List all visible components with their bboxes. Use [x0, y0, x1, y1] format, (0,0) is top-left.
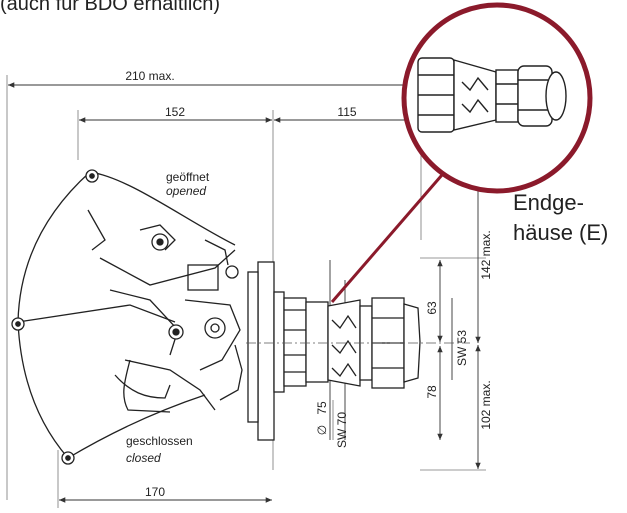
dim-text-75: 75: [315, 401, 329, 415]
dim-text-63: 63: [425, 301, 439, 315]
label-opened-en: opened: [166, 184, 206, 198]
diameter-symbol: ∅: [315, 425, 329, 435]
dim-text-sw53: SW 53: [455, 330, 469, 366]
dim-text-152: 152: [165, 105, 185, 119]
pivot-holes: [11, 169, 239, 465]
socket-assembly: [247, 261, 421, 441]
dim-text-142: 142 max.: [479, 230, 493, 279]
dim-text-102: 102 max.: [479, 380, 493, 429]
dimension-lines: [8, 82, 481, 503]
dim-text-sw70: SW 70: [335, 412, 349, 448]
callout-line-1: Endge-: [513, 190, 584, 215]
header-text: (auch für BDO erhältlich): [0, 0, 221, 15]
dim-text-115: 115: [337, 105, 356, 119]
label-closed-en: closed: [126, 451, 161, 465]
label-opened-de: geöffnet: [166, 170, 210, 184]
callout-label: Endge- häuse (E): [513, 188, 608, 248]
lever-mechanism: [17, 171, 243, 459]
callout-pointer: [330, 167, 450, 303]
dim-text-78: 78: [425, 385, 439, 399]
callout-line-2: häuse (E): [513, 220, 609, 245]
dim-text-170: 170: [145, 485, 165, 499]
label-closed-de: geschlossen: [126, 434, 193, 448]
dim-text-210: 210 max.: [125, 69, 174, 83]
zoom-detail: [401, 2, 593, 194]
